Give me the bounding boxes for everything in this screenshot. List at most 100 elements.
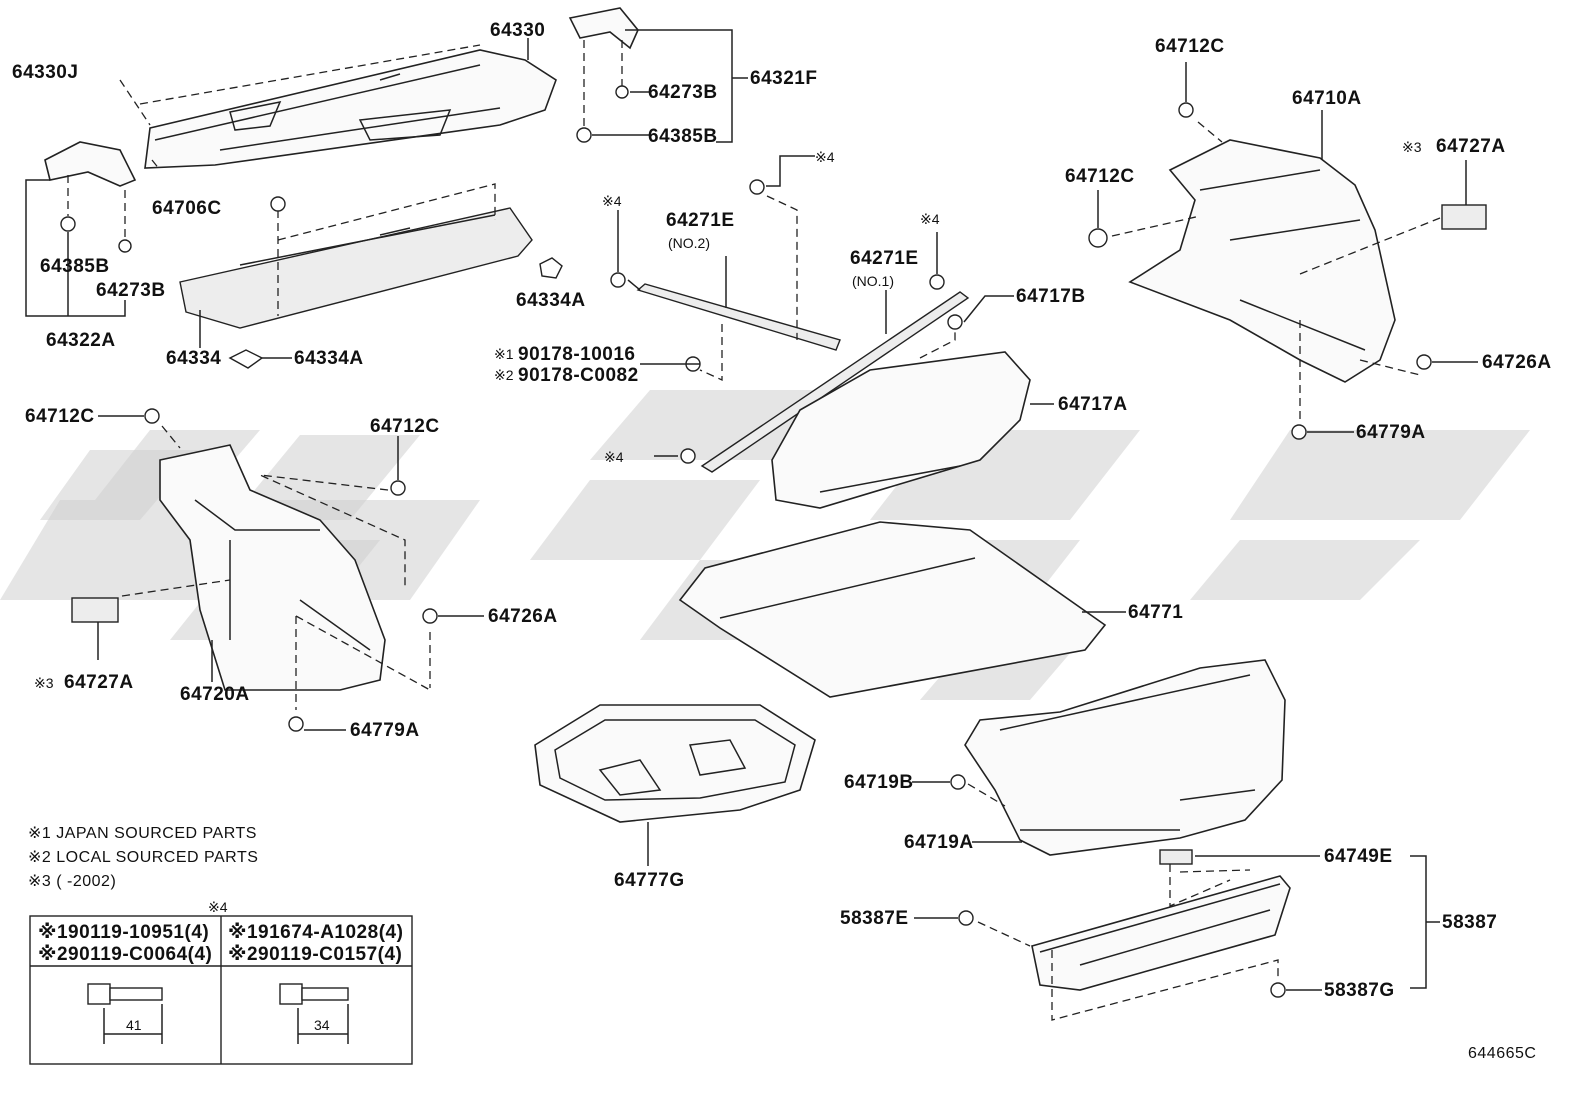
clip-64706C <box>270 196 286 212</box>
leader-58387-dash <box>977 864 1279 1021</box>
leader-64720A <box>97 415 484 731</box>
bolt-code-col1-row1: ※190119-10951(4) <box>38 922 209 943</box>
clip-64273B-left <box>118 239 132 253</box>
bolt-dim-col2: 34 <box>314 1017 330 1033</box>
diagram-id: 644665C <box>1468 1045 1536 1062</box>
label-64726A-left: 64726A <box>488 606 558 627</box>
label-64779A-left: 64779A <box>350 720 420 741</box>
bolt-brace-no2-top <box>749 179 765 195</box>
clip-64726A-left <box>422 608 438 624</box>
clip-64712C-left <box>144 408 160 424</box>
label-64717A: 64717A <box>1058 394 1128 415</box>
bolt-reference-table: ※4 ※190119-10951(4) ※290119-C0064(4) ※19… <box>29 899 413 1065</box>
clip-58387E <box>958 910 974 926</box>
label-64271E-no2-sub: (NO.2) <box>668 235 710 251</box>
label-64727A-right: 64727A <box>1436 136 1506 157</box>
label-64273B-top: 64273B <box>648 82 718 103</box>
note-local-sourced: ※2 LOCAL SOURCED PARTS <box>28 849 258 866</box>
package-tray-64330 <box>144 49 557 169</box>
mark-4-c: ※4 <box>920 211 940 227</box>
label-64710A: 64710A <box>1292 88 1362 109</box>
bolt-drawing-col2 <box>279 983 349 1044</box>
mark-4-a: ※4 <box>602 193 622 209</box>
bolt-brace-no2-left <box>610 272 626 288</box>
bolt-code-col2-row1: ※191674-A1028(4) <box>228 922 403 943</box>
note-japan-sourced: ※1 JAPAN SOURCED PARTS <box>28 825 257 842</box>
label-64726A-right: 64726A <box>1482 352 1552 373</box>
brace-64271E-no1 <box>700 291 970 473</box>
bolt-table-header: ※4 <box>208 899 228 915</box>
clip-64712C-right <box>1088 228 1108 248</box>
note-date-range: ※3 ( -2002) <box>28 873 116 890</box>
label-64321F: 64321F <box>750 68 817 89</box>
label-64271E-no1: 64271E <box>850 248 919 269</box>
label-64322A: 64322A <box>46 330 116 351</box>
label-64712C-right: 64712C <box>1065 166 1135 187</box>
clip-64717B <box>947 314 963 330</box>
clip-64726A-right <box>1416 354 1432 370</box>
leader-58387 <box>914 855 1440 991</box>
clip-64385B-left <box>60 216 76 232</box>
label-64706C: 64706C <box>152 198 222 219</box>
pad-64334A-b <box>228 349 264 369</box>
leader-64321F-dash <box>583 40 623 128</box>
leader-64710A <box>1097 62 1478 433</box>
mark-3-right: ※3 <box>1402 139 1422 155</box>
label-64712C-top-right: 64712C <box>1155 36 1225 57</box>
label-64717B: 64717B <box>1016 286 1086 307</box>
mark-2-bolt: ※2 <box>494 367 514 383</box>
label-64712C-mid: 64712C <box>370 416 440 437</box>
leader-64717 <box>963 295 1054 405</box>
mark-4-d: ※4 <box>604 449 624 465</box>
clip-64712C-mid <box>390 480 406 496</box>
clip-64385B-top <box>576 127 592 143</box>
label-bolt2-code: 90178-C0082 <box>518 365 639 386</box>
bolt-brace-no1-bottom <box>680 448 696 464</box>
trunk-lid-trim-64719A <box>964 659 1286 856</box>
bolt-drawing-col1 <box>87 983 163 1044</box>
tray-board-64334 <box>179 207 533 329</box>
label-64771: 64771 <box>1128 602 1183 623</box>
label-64779A-right: 64779A <box>1356 422 1426 443</box>
label-64777G: 64777G <box>614 870 685 891</box>
label-64334A-b: 64334A <box>294 348 364 369</box>
label-64330: 64330 <box>490 20 545 41</box>
label-64719A: 64719A <box>904 832 974 853</box>
label-64334A-a: 64334A <box>516 290 586 311</box>
leader-64717A-dash <box>919 330 956 359</box>
pad-64727A-right <box>1441 204 1487 230</box>
bolt-brace-no1-top <box>929 274 945 290</box>
label-64334: 64334 <box>166 348 221 369</box>
label-64749E: 64749E <box>1324 846 1393 867</box>
leader-64719B-dash <box>967 783 1006 807</box>
trim-clip-piece-64321F <box>568 7 639 50</box>
clip-64712C-top-right <box>1178 102 1194 118</box>
label-64385B-left: 64385B <box>40 256 110 277</box>
clip-64719B <box>950 774 966 790</box>
pad-64727A-left <box>71 597 119 623</box>
bracket-64321F <box>592 29 748 143</box>
label-58387G: 58387G <box>1324 980 1395 1001</box>
brace-64271E-no2 <box>636 283 841 351</box>
label-58387: 58387 <box>1442 912 1497 933</box>
trunk-mat-64771 <box>678 521 1107 698</box>
bolt-dim-col1: 41 <box>126 1017 142 1033</box>
leader-64322A-dash <box>67 175 126 240</box>
leader-brace-no2 <box>617 155 815 365</box>
scuff-plate-58387 <box>1031 875 1291 991</box>
clip-64779A-right <box>1291 424 1307 440</box>
pad-64334A-a <box>539 257 563 279</box>
leader-64710A-dash <box>1111 121 1441 420</box>
mark-4-b: ※4 <box>815 149 835 165</box>
clip-58387G <box>1270 982 1286 998</box>
label-bolt1-code: 90178-10016 <box>518 344 636 365</box>
side-trim-piece-64322A <box>44 141 137 187</box>
clip-64779A-left <box>288 716 304 732</box>
label-64712C-left: 64712C <box>25 406 95 427</box>
quarter-trim-right-64710A <box>1128 139 1396 383</box>
clip-64749E <box>1159 849 1193 865</box>
label-64719B: 64719B <box>844 772 914 793</box>
label-64385B-top: 64385B <box>648 126 718 147</box>
